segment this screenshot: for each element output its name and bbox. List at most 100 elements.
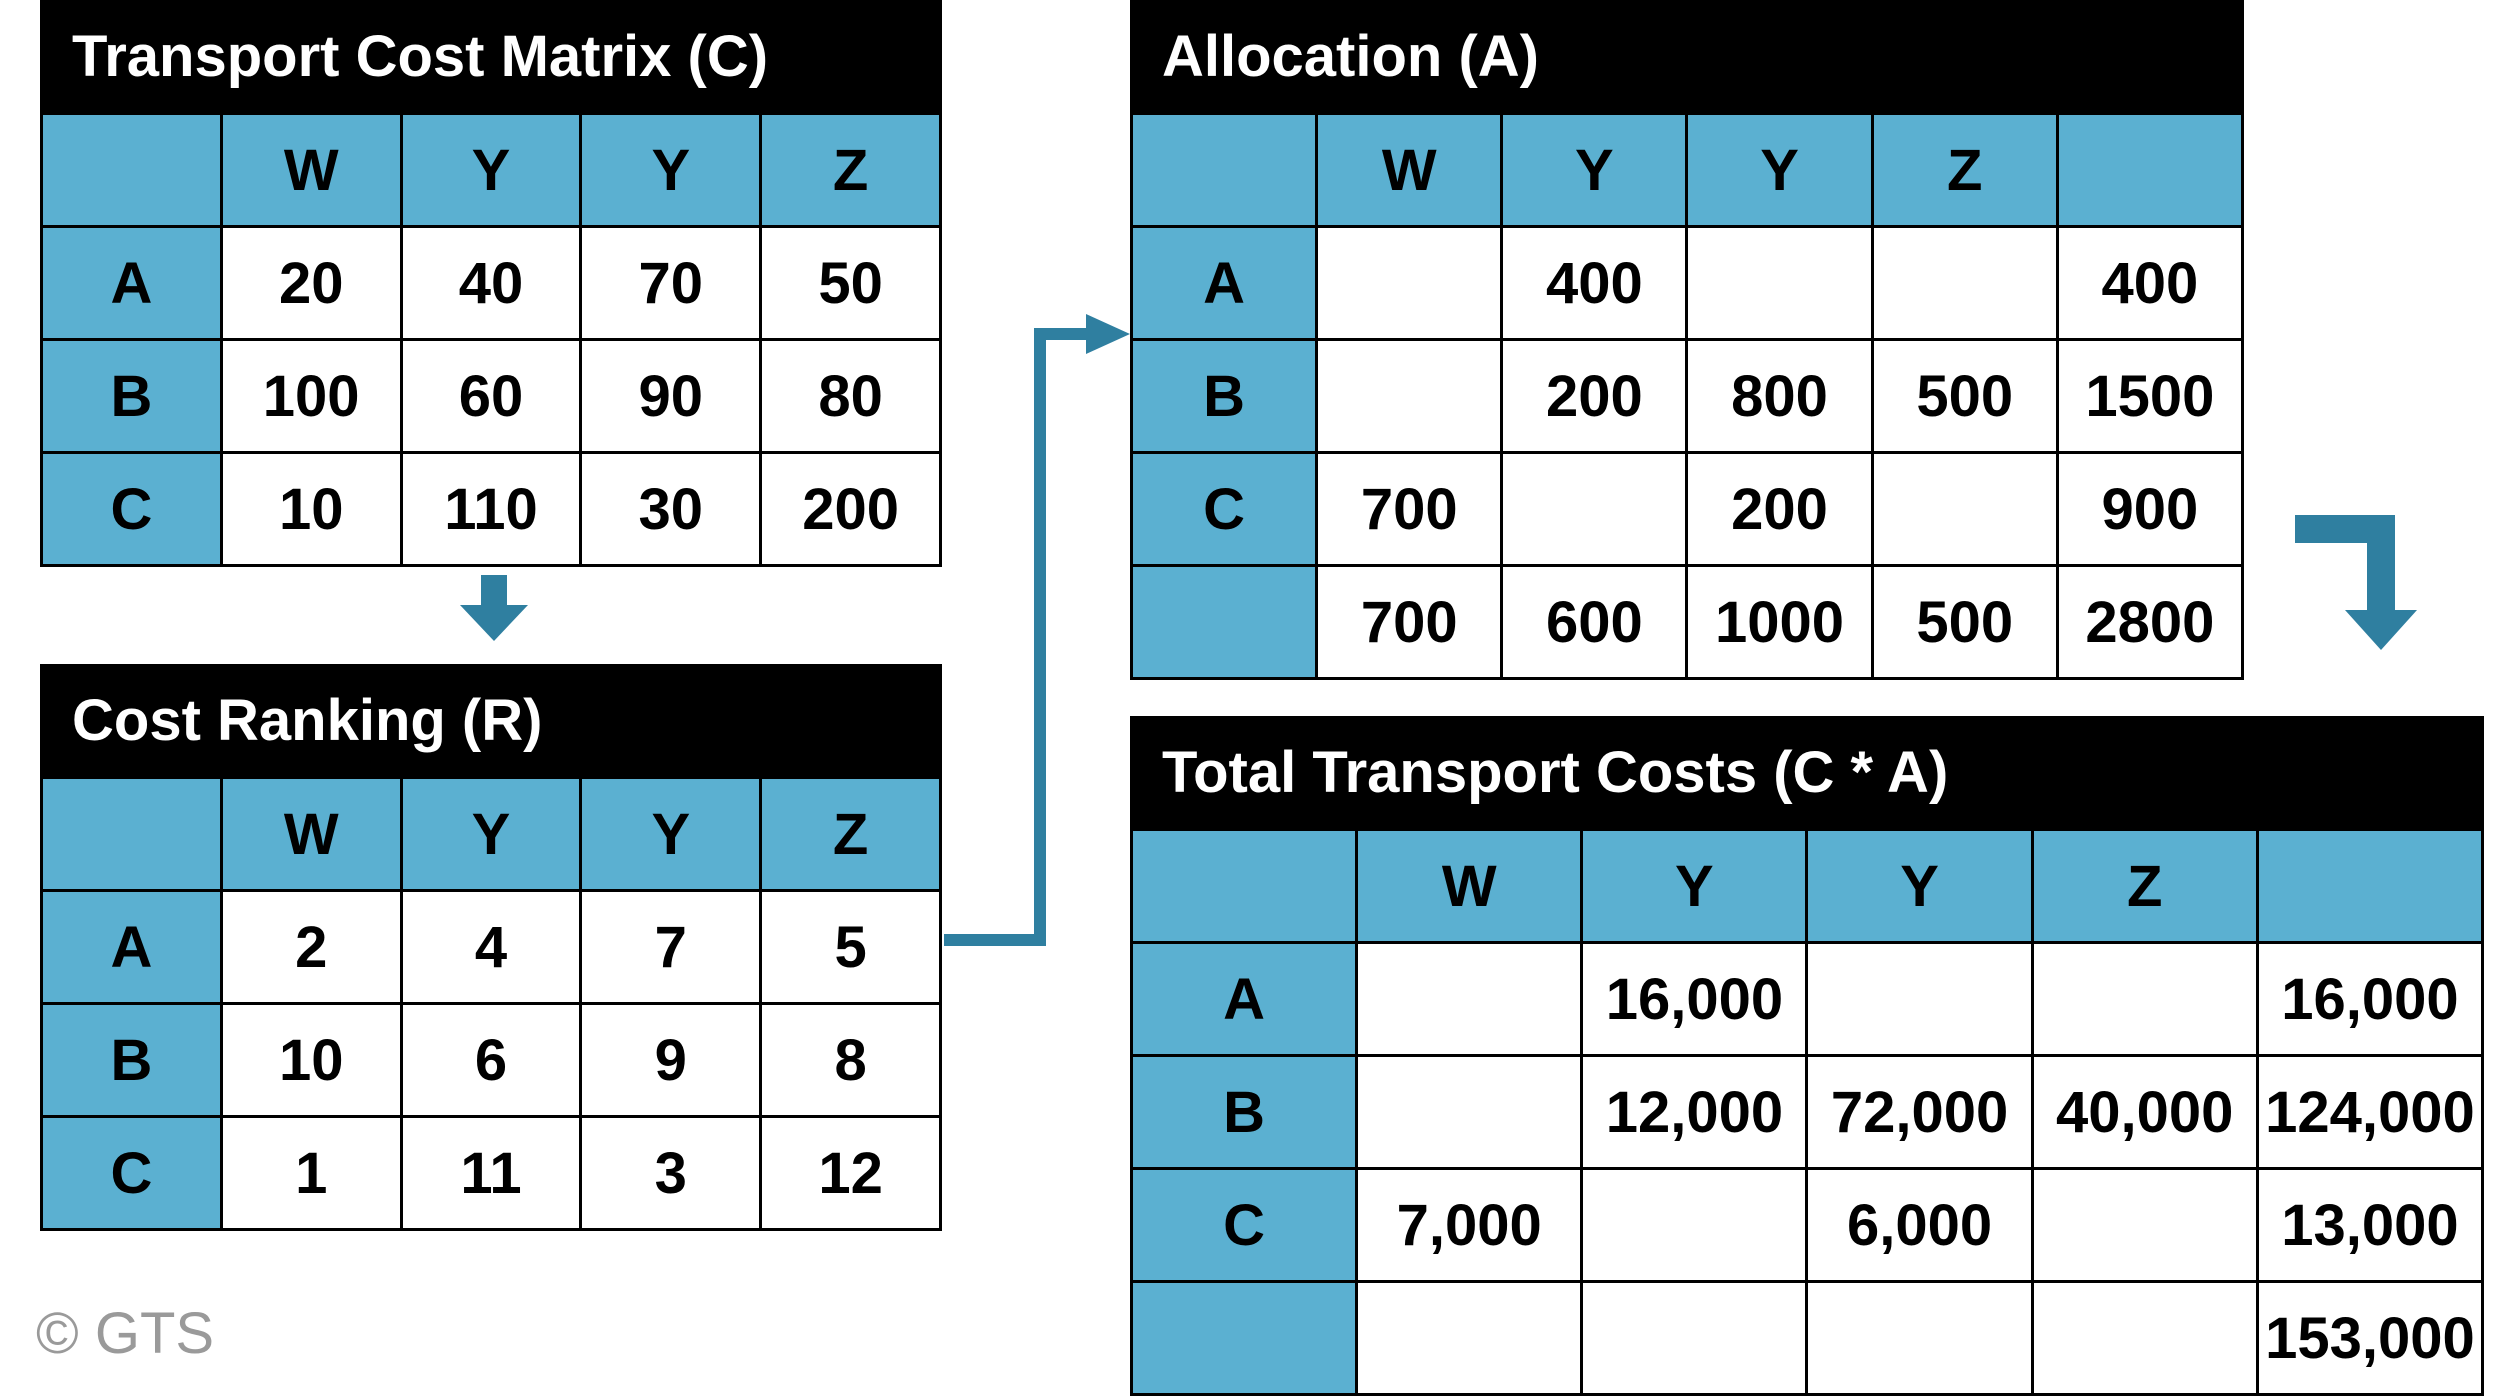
row-header-cell: C: [1129, 1167, 1359, 1283]
column-header-cell: Y: [579, 776, 763, 892]
column-header-cell: Z: [2030, 828, 2259, 944]
table-cell: 700: [1315, 451, 1504, 567]
table-cell: 50: [759, 225, 942, 341]
row-header-cell: [1129, 1280, 1359, 1396]
table-cell: [1580, 1167, 1809, 1283]
elbow-arrow-icon: [2295, 515, 2417, 650]
total-costs-title: Total Transport Costs (C * A): [1130, 716, 2484, 828]
table-cell: 700: [1315, 564, 1504, 680]
column-header-cell: W: [1355, 828, 1584, 944]
row-header-cell: [1129, 564, 1319, 680]
column-header-cell: [2255, 828, 2485, 944]
table-cell: [1870, 451, 2059, 567]
table-cell: [1355, 1280, 1584, 1396]
row-header-cell: B: [40, 338, 223, 454]
table-cell: 40,000: [2030, 1054, 2259, 1170]
table-cell: 110: [399, 451, 583, 567]
table-cell: [1805, 1280, 2034, 1396]
table-cell: 600: [1500, 564, 1689, 680]
row-header-cell: B: [1129, 338, 1319, 454]
arrow-down-icon: [460, 575, 528, 641]
table-cell: [1355, 941, 1584, 1057]
table-cell: 7,000: [1355, 1167, 1584, 1283]
column-header-cell: W: [219, 776, 403, 892]
table-row: A 16,000 16,000: [1129, 941, 2485, 1057]
column-header-cell: Z: [759, 112, 942, 228]
table-cell: [1580, 1280, 1809, 1396]
table-cell: [1685, 225, 1874, 341]
table-cell: 16,000: [1580, 941, 1809, 1057]
table-cell: [2030, 1280, 2259, 1396]
column-header-cell: Y: [579, 112, 763, 228]
column-header-cell: Z: [1870, 112, 2059, 228]
column-header-cell: Y: [1580, 828, 1809, 944]
table-cell: 6,000: [1805, 1167, 2034, 1283]
column-header-cell: [2055, 112, 2245, 228]
row-header-cell: C: [1129, 451, 1319, 567]
table-cell: 90: [579, 338, 763, 454]
table-cell: 153,000: [2255, 1280, 2485, 1396]
cost-matrix-title: Transport Cost Matrix (C): [40, 0, 942, 112]
table-cell: 900: [2055, 451, 2245, 567]
allocation-title: Allocation (A): [1130, 0, 2244, 112]
table-cell: [1315, 225, 1504, 341]
row-header-cell: B: [1129, 1054, 1359, 1170]
column-header-cell: Y: [399, 112, 583, 228]
table-cell: [1355, 1054, 1584, 1170]
table-cell: 1: [219, 1115, 403, 1231]
table-cell: 10: [219, 1002, 403, 1118]
corner-header-cell: [1129, 828, 1359, 944]
connector-arrow-icon: [944, 314, 1130, 946]
table-cell: 60: [399, 338, 583, 454]
row-header-cell: A: [1129, 941, 1359, 1057]
table-cell: 400: [1500, 225, 1689, 341]
table-cell: [2030, 941, 2259, 1057]
table-cell: [1315, 338, 1504, 454]
table-cell: 30: [579, 451, 763, 567]
table-cell: 20: [219, 225, 403, 341]
table-cell: 72,000: [1805, 1054, 2034, 1170]
table-cell: 10: [219, 451, 403, 567]
table-cell: 12,000: [1580, 1054, 1809, 1170]
cost-ranking-title: Cost Ranking (R): [40, 664, 942, 776]
table-cell: 11: [399, 1115, 583, 1231]
column-header-cell: W: [1315, 112, 1504, 228]
column-header-cell: Y: [1500, 112, 1689, 228]
table-cell: 400: [2055, 225, 2245, 341]
table-cell: [2030, 1167, 2259, 1283]
table-cell: 1500: [2055, 338, 2245, 454]
table-cell: 80: [759, 338, 942, 454]
column-header-cell: Z: [759, 776, 942, 892]
table-cell: 100: [219, 338, 403, 454]
table-cell: 16,000: [2255, 941, 2485, 1057]
corner-header-cell: [40, 776, 223, 892]
table-cell: 2: [219, 889, 403, 1005]
column-header-cell: W: [219, 112, 403, 228]
table-cell: 2800: [2055, 564, 2245, 680]
table-cell: 9: [579, 1002, 763, 1118]
table-cell: [1870, 225, 2059, 341]
table-cell: 500: [1870, 338, 2059, 454]
table-cell: 70: [579, 225, 763, 341]
table-row: 153,000: [1129, 1280, 2485, 1396]
table-cell: 200: [1685, 451, 1874, 567]
copyright-text: © GTS: [36, 1301, 215, 1366]
table-cell: 3: [579, 1115, 763, 1231]
table-cell: [1805, 941, 2034, 1057]
